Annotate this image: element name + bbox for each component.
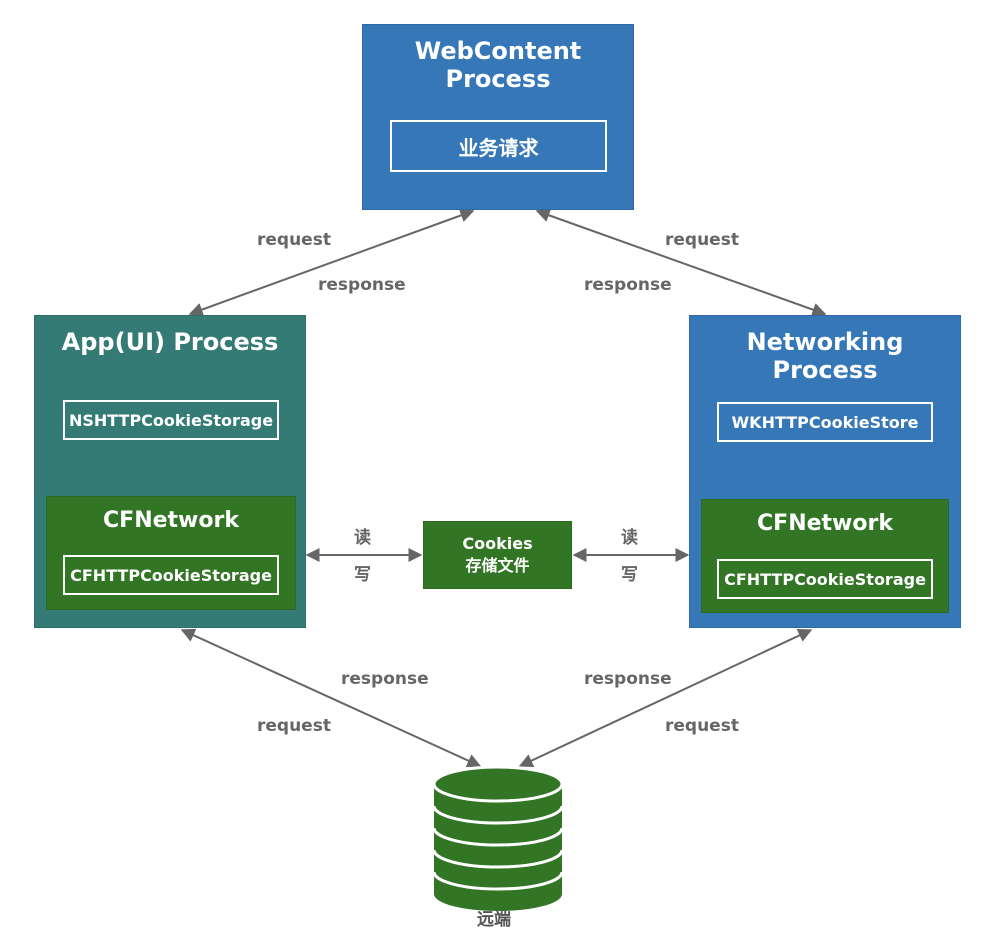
networking-cfnetwork-title: CFNetwork — [757, 511, 893, 536]
nshttpcookiestorage-box: NSHTTPCookieStorage — [63, 400, 279, 440]
write-label-left: 写 — [354, 565, 371, 585]
networking-cfnetwork-box: CFNetwork CFHTTPCookieStorage — [701, 499, 949, 613]
read-label-right: 读 — [621, 528, 638, 548]
cookies-label: Cookies — [462, 534, 533, 553]
networking-process-title: Networking Process — [746, 328, 904, 384]
arrow-webcontent-networking — [535, 208, 827, 317]
request-label-bottom-right: request — [665, 716, 739, 736]
app-cfhttpcookiestorage-box: CFHTTPCookieStorage — [63, 555, 279, 595]
storage-file-label: 存储文件 — [465, 556, 530, 575]
request-label-top-left: request — [257, 230, 331, 250]
app-ui-process-title: App(UI) Process — [61, 328, 279, 356]
database-icon — [432, 765, 564, 911]
read-label-left: 读 — [354, 528, 371, 548]
write-label-right: 写 — [621, 565, 638, 585]
networking-process-box: Networking Process WKHTTPCookieStore CFN… — [689, 315, 961, 628]
response-label-top-left: response — [318, 275, 406, 295]
wkhttpcookiestore-box: WKHTTPCookieStore — [717, 402, 933, 442]
arrow-networking-remote — [518, 628, 813, 768]
response-label-top-right: response — [584, 275, 672, 295]
app-cfnetwork-title: CFNetwork — [103, 508, 239, 533]
business-request-box: 业务请求 — [390, 120, 607, 172]
app-cfnetwork-box: CFNetwork CFHTTPCookieStorage — [46, 496, 296, 610]
request-label-bottom-left: request — [257, 716, 331, 736]
response-label-bottom-right: response — [584, 669, 672, 689]
remote-label: 远端 — [477, 910, 511, 930]
response-label-bottom-left: response — [341, 669, 429, 689]
app-ui-process-box: App(UI) Process NSHTTPCookieStorage CFNe… — [34, 315, 306, 628]
arrow-app-remote — [180, 628, 482, 768]
networking-cfhttpcookiestorage-box: CFHTTPCookieStorage — [717, 559, 933, 599]
webcontent-process-box: WebContent Process 业务请求 — [362, 24, 634, 210]
cookies-storage-file-box: Cookies 存储文件 — [423, 521, 572, 589]
request-label-top-right: request — [665, 230, 739, 250]
arrow-webcontent-app — [188, 208, 475, 317]
webcontent-process-title: WebContent Process — [414, 37, 582, 93]
